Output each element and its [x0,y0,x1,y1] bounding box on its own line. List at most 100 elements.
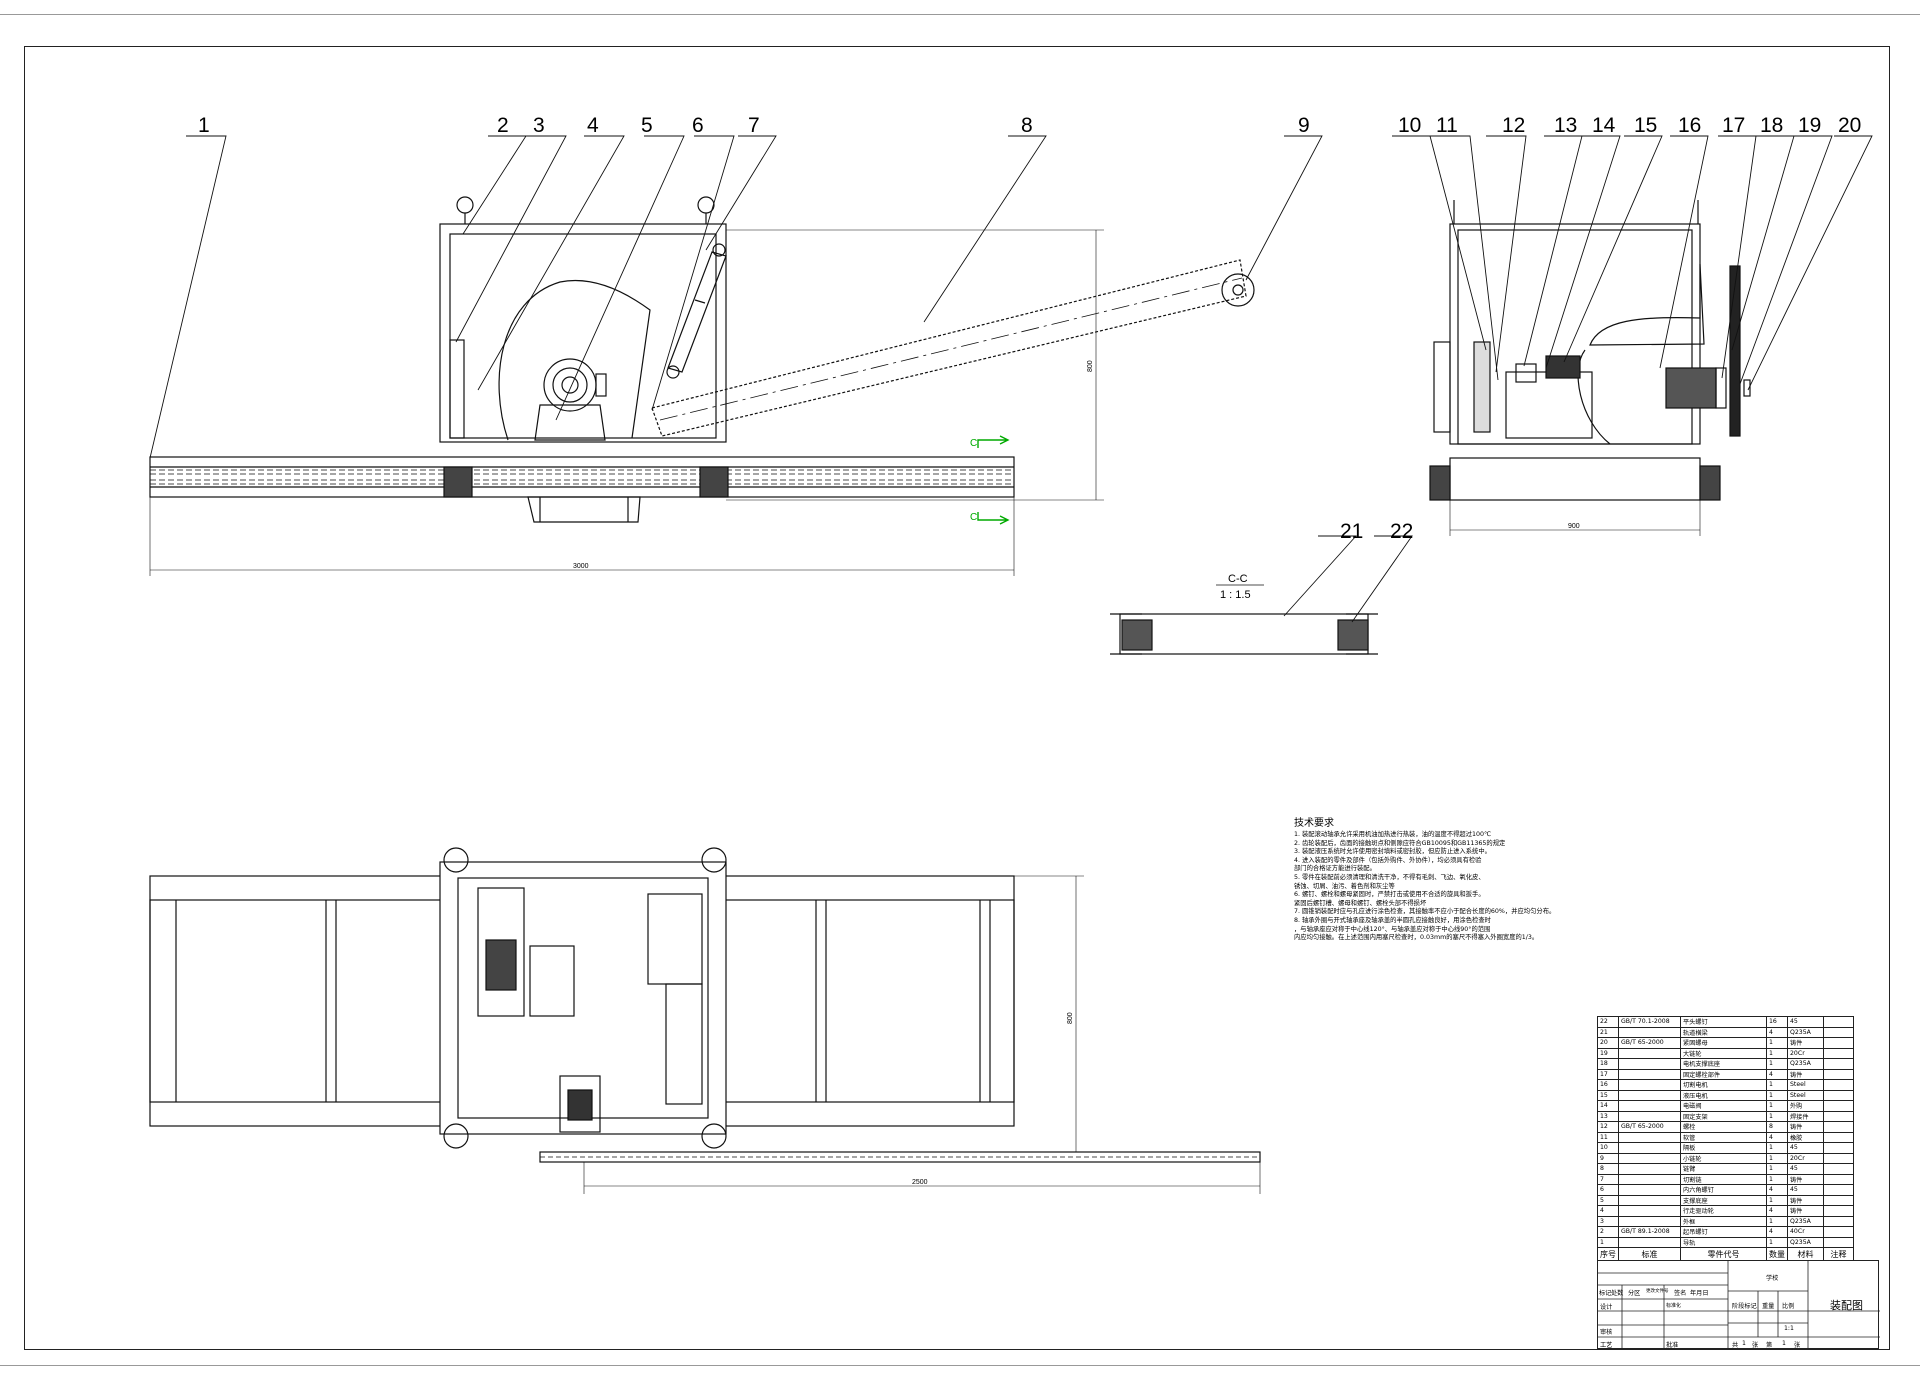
bom-cell [1618,1205,1681,1217]
bom-cell: 4 [1766,1184,1788,1196]
bom-cell: 20Cr [1787,1152,1824,1164]
bom-cell [1823,1068,1854,1080]
callout-19: 19 [1798,114,1821,137]
plan-view [149,847,1261,1194]
bom-cell: 螺栓 [1680,1121,1767,1133]
callout-1: 1 [198,114,210,137]
bom-cell [1823,1236,1854,1248]
bom-cell: 14 [1597,1100,1619,1112]
number-count: 1 [1782,1340,1786,1347]
bom-cell: 12 [1597,1121,1619,1133]
bom-header: 序号 标准 零件代号 数量 材料 注释 [1597,1247,1854,1261]
bom-cell: 软管 [1680,1131,1767,1143]
bom-cell [1618,1068,1681,1080]
bom-cell: 7 [1597,1173,1619,1185]
bom-cell: 铸件 [1787,1121,1824,1133]
bom-cell: 19 [1597,1047,1619,1059]
callout-16: 16 [1678,114,1701,137]
bom-cell: 固定支架 [1680,1110,1767,1122]
bom-header-cell: 零件代号 [1680,1247,1767,1261]
rail-links [150,469,1014,485]
bom-cell: 10 [1597,1142,1619,1154]
design-label: 设计 [1600,1304,1613,1311]
callout-3: 3 [533,114,545,137]
bom-cell: 固定螺栓部件 [1680,1068,1767,1080]
bom-cell: 起吊螺钉 [1680,1226,1767,1238]
callout-22: 22 [1390,520,1413,543]
bom-cell: 铸件 [1787,1194,1824,1206]
technical-requirements: 技术要求 1. 装配滚动轴承允许采用机油加热进行热装，油的温度不得超过100℃ … [1294,817,1654,943]
bom-cell: 9 [1597,1152,1619,1164]
bom-cell [1618,1131,1681,1143]
title-block-grid [1598,1261,1880,1350]
rev-label: 分区 [1628,1290,1641,1297]
bom-cell: GB/T 65-2000 [1618,1121,1681,1133]
tech-line: 5. 零件在装配前必须清理和清洗干净，不得有毛刺、飞边、氧化皮、 [1294,873,1485,881]
sheet-label: 张 [1794,1342,1801,1349]
bom-cell: 支撑底座 [1680,1194,1767,1206]
callout-8: 8 [1021,114,1033,137]
bom-cell: 铸件 [1787,1037,1824,1049]
bom-cell: 11 [1597,1131,1619,1143]
bom-cell: 外购 [1787,1100,1824,1112]
bom-cell: 外框 [1680,1215,1767,1227]
bom-cell: 内六角螺钉 [1680,1184,1767,1196]
bom-cell: 1 [1766,1058,1788,1070]
rev-label: 处数 [1611,1290,1624,1297]
bom-cell: 紧固螺母 [1680,1037,1767,1049]
bom-cell [1618,1173,1681,1185]
tech-title: 技术要求 [1294,818,1334,829]
callout-21: 21 [1340,520,1363,543]
bom-cell: GB/T 65-2000 [1618,1037,1681,1049]
bom-cell [1618,1079,1681,1091]
bom-cell: 1 [1766,1173,1788,1185]
bom-cell: Q235A [1787,1236,1824,1248]
bom-header-cell: 注释 [1823,1247,1854,1261]
bom-cell: 隔板 [1680,1142,1767,1154]
bom-cell: 21 [1597,1026,1619,1038]
bom-cell [1823,1121,1854,1133]
bom-cell: 1 [1766,1142,1788,1154]
bom-cell [1618,1110,1681,1122]
bom-cell: 22 [1597,1016,1619,1028]
bom-cell: 5 [1597,1194,1619,1206]
section-cc [1110,584,1378,655]
tech-line: 8. 轴承外圈与开式轴承座及轴承盖的半圆孔应接触良好，用涂色检查时 [1294,916,1491,924]
sheet-border [0,14,1920,1366]
bom-cell: 橡胶 [1787,1131,1824,1143]
bom-cell: 40Cr [1787,1226,1824,1238]
bom-cell: 20Cr [1787,1047,1824,1059]
bom-cell: 平头螺钉 [1680,1016,1767,1028]
bom-cell: 切割电机 [1680,1079,1767,1091]
tech-line: ，与轴承座应对称于中心线120°、与轴承盖应对称于中心线90°的范围 [1294,925,1491,933]
bom-cell: 20 [1597,1037,1619,1049]
bom-cell [1823,1184,1854,1196]
callout-9: 9 [1298,114,1310,137]
callout-18: 18 [1760,114,1783,137]
tech-line: 7. 圆锥销装配时应与孔应进行涂色检查，其接触率不应小于配合长度的60%，并应均… [1294,908,1556,916]
callout-20: 20 [1838,114,1861,137]
bom-cell: 4 [1766,1205,1788,1217]
weight-label: 重量 [1762,1303,1775,1310]
bom-cell: 1 [1766,1236,1788,1248]
bom-cell [1823,1037,1854,1049]
bom-cell [1823,1205,1854,1217]
tech-line: 内应均匀接触。在上述范围内用塞尺检查时，0.03mm的塞尺不得塞入外圈宽度的1/… [1294,934,1539,942]
bom-cell: 1 [1766,1079,1788,1091]
bom-cell [1618,1184,1681,1196]
dim-main-length: 3000 [573,563,589,570]
drawing-frame [24,46,1890,1350]
callout-6: 6 [692,114,704,137]
dim-plan-length: 2500 [912,1179,928,1186]
dim-side-width: 900 [1568,523,1580,530]
